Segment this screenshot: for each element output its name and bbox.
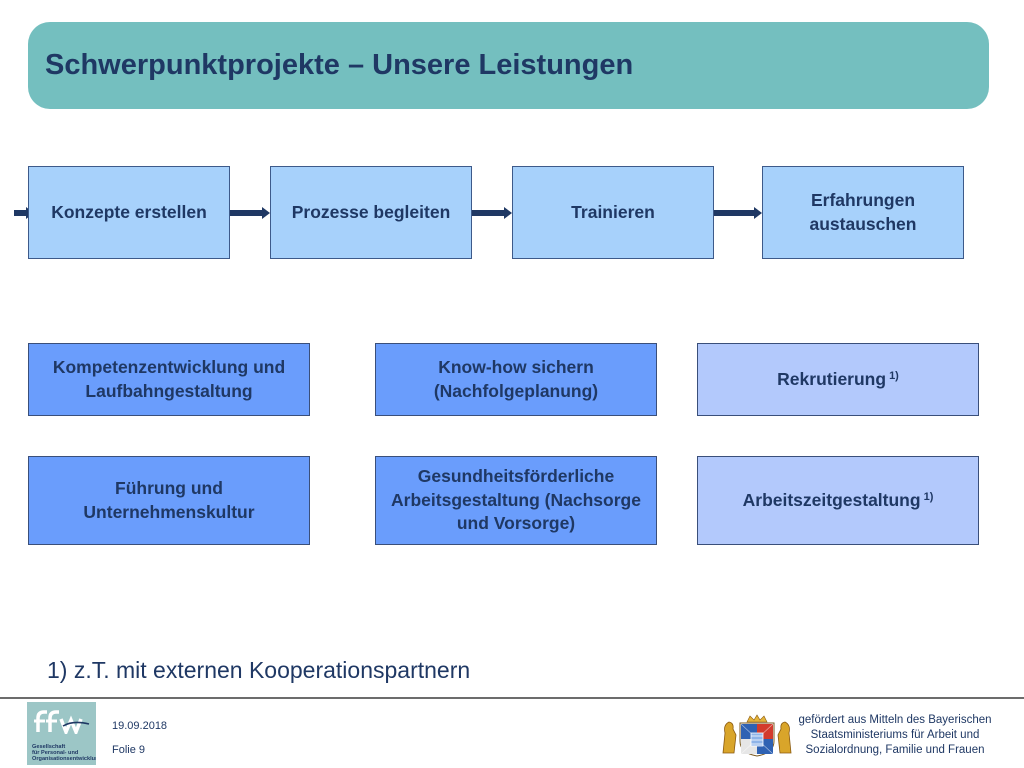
footnote: 1) z.T. mit externen Kooperationspartner… <box>47 657 471 683</box>
slide-number: Folie 9 <box>112 744 146 756</box>
process-step-erfahrungen: Erfahrungen austauschen <box>762 166 964 259</box>
process-arrow-start <box>14 207 34 219</box>
service-label: Know-how sichern (Nachfolgeplanung) <box>433 356 599 401</box>
service-label: Arbeitszeitgestaltung <box>742 489 921 510</box>
page-title: Schwerpunktprojekte – Unsere Leistungen <box>45 49 634 81</box>
service-gesundheit: Gesundheitsförderliche Arbeitsgestaltung… <box>375 456 657 545</box>
process-step-label: Erfahrungen austauschen <box>809 189 917 234</box>
process-step-label: Trainieren <box>571 202 655 222</box>
process-arrow-2 <box>472 207 512 219</box>
service-label: Führung und Unternehmenskultur <box>83 477 255 522</box>
footnote-marker: 1) <box>889 370 899 383</box>
service-kompetenzentwicklung: Kompetenzentwicklung und Laufbahngestalt… <box>28 343 310 416</box>
footnote-marker: 1) <box>923 491 934 504</box>
process-arrow-1 <box>230 207 270 219</box>
ffw-logo-mark-icon <box>34 710 90 734</box>
service-label: Rekrutierung <box>777 368 887 389</box>
slide-date: 19.09.2018 <box>112 720 168 732</box>
footer-divider <box>0 697 1024 699</box>
service-label: Kompetenzentwicklung und Laufbahngestalt… <box>52 356 286 401</box>
bavarian-coat-of-arms-icon <box>722 714 792 757</box>
process-arrow-3 <box>714 207 762 219</box>
process-step-label: Prozesse begleiten <box>291 201 451 222</box>
process-step-konzepte: Konzepte erstellen <box>28 166 230 259</box>
title-bar: Schwerpunktprojekte – Unsere Leistungen <box>28 22 989 109</box>
process-step-trainieren: Trainieren <box>512 166 714 259</box>
funding-notice: gefördert aus Mitteln des Bayerischen St… <box>798 714 992 756</box>
process-step-label: Konzepte erstellen <box>51 201 207 222</box>
service-know-how: Know-how sichern (Nachfolgeplanung) <box>375 343 657 416</box>
process-step-prozesse: Prozesse begleiten <box>270 166 472 259</box>
service-label: Gesundheitsförderliche Arbeitsgestaltung… <box>391 466 641 534</box>
service-fuehrung: Führung und Unternehmenskultur <box>28 456 310 545</box>
